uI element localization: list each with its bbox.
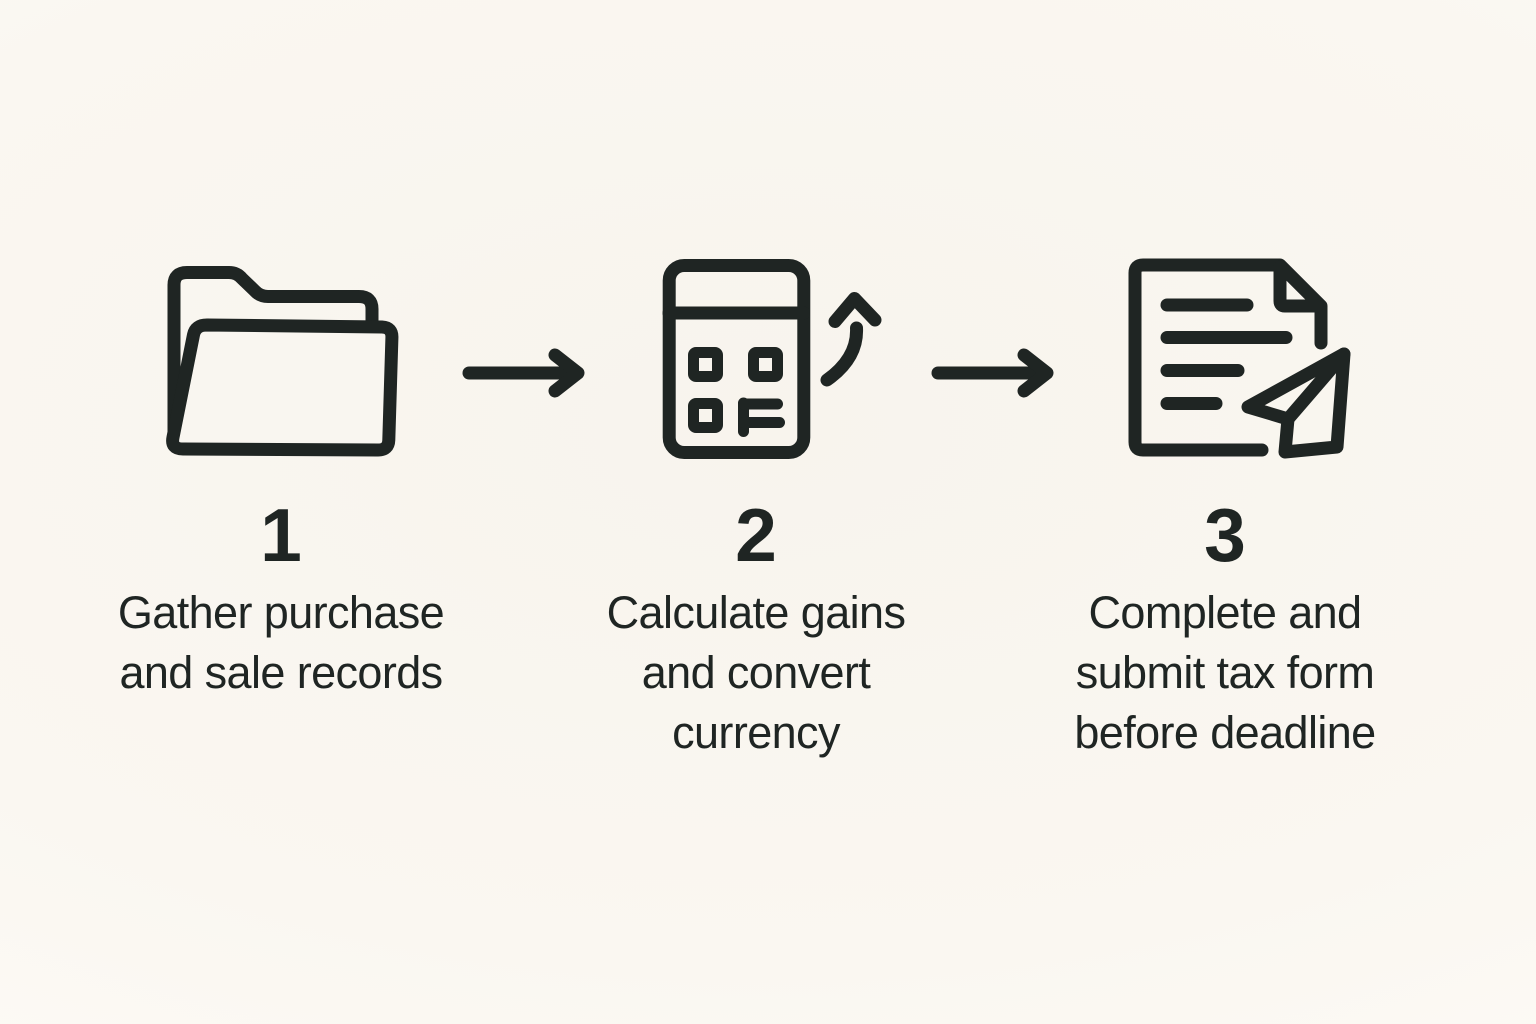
caption-line: submit tax form <box>1075 647 1375 698</box>
caption-line: Calculate gains <box>606 587 906 638</box>
open-folder-icon <box>166 266 399 457</box>
document-paper-plane-icon <box>1128 258 1351 459</box>
step-number: 3 <box>1204 493 1246 577</box>
step-caption: Calculate gains and convert currency <box>506 583 1006 763</box>
step-caption: Gather purchase and sale records <box>31 583 531 703</box>
arrow-right-icon <box>462 348 585 398</box>
caption-line: and convert <box>641 647 871 698</box>
caption-line: Gather purchase <box>117 587 445 638</box>
caption-line: and sale records <box>119 647 443 698</box>
caption-line: Complete and <box>1088 587 1363 638</box>
step-number: 2 <box>735 493 777 577</box>
arrow-right-icon <box>931 348 1054 398</box>
caption-line: currency <box>672 707 840 758</box>
step-caption: Complete and submit tax form before dead… <box>975 583 1475 763</box>
step-number: 1 <box>260 493 302 577</box>
calculator-with-up-arrow-icon <box>662 259 882 459</box>
caption-line: before deadline <box>1074 707 1376 758</box>
